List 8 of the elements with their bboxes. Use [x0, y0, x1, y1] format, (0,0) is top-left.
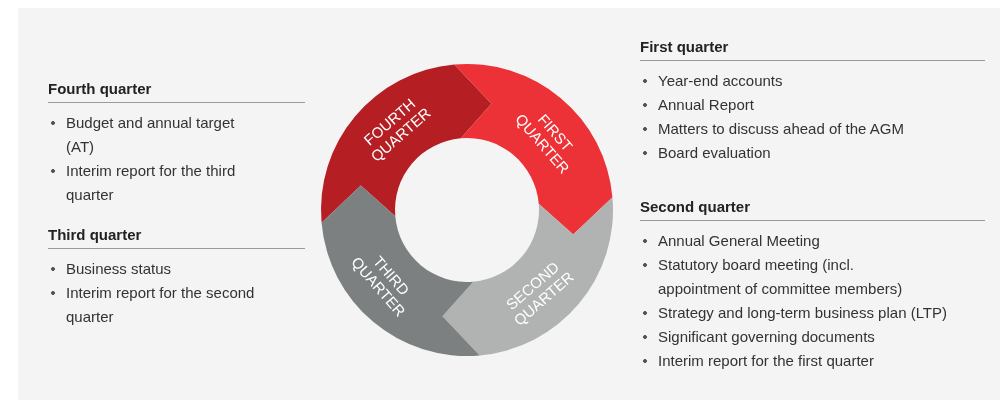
section-heading: Second quarter: [640, 198, 985, 221]
section-heading: First quarter: [640, 38, 985, 61]
cycle-segment: [321, 64, 492, 223]
section-heading: Fourth quarter: [48, 80, 305, 103]
cycle-segment: [321, 185, 480, 356]
section-heading: Third quarter: [48, 226, 305, 249]
cycle-segment: [454, 64, 613, 235]
cycle-segment: [442, 197, 613, 356]
